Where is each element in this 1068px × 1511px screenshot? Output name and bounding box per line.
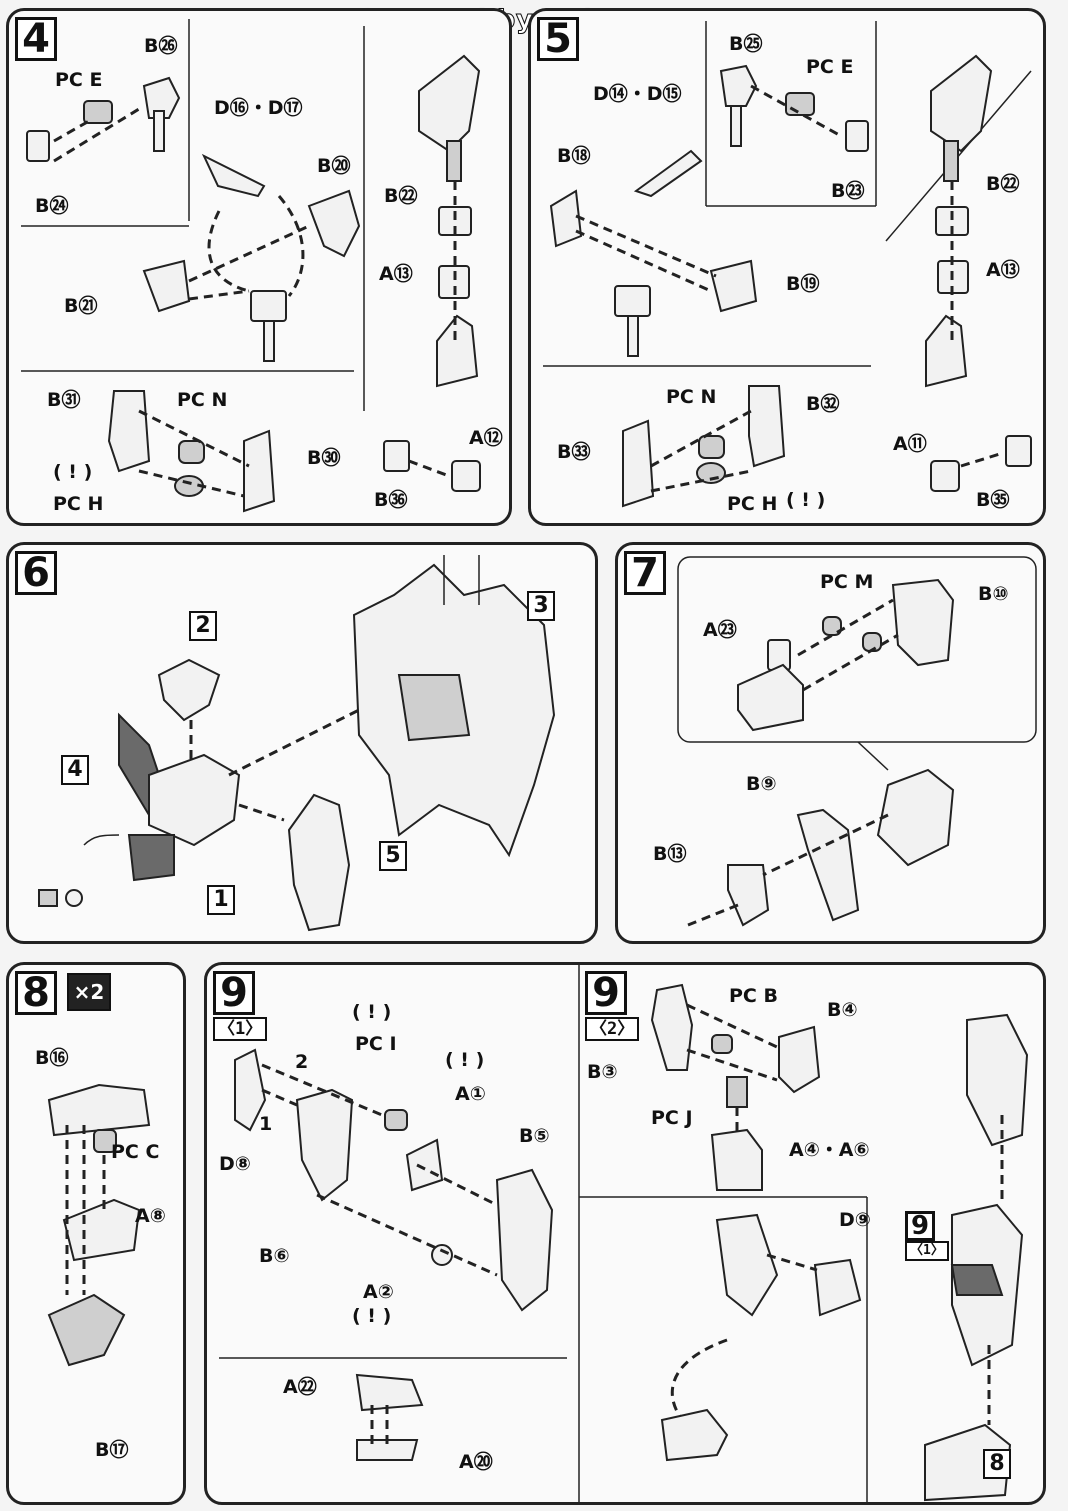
label-d14-d15: D⑭・D⑮ xyxy=(593,83,682,105)
label-b30: B㉚ xyxy=(307,447,341,469)
part-box-4: 4 xyxy=(61,755,89,785)
label-pcj: PC J xyxy=(651,1107,693,1129)
part-box-1: 1 xyxy=(207,885,235,915)
step-sub-number: 〈1〉 xyxy=(213,1017,268,1041)
label-a8: A⑧ xyxy=(135,1205,166,1227)
step-8-panel: 8 ×2 B⑯ PC C A⑧ B⑰ xyxy=(6,962,186,1505)
label-b4: B④ xyxy=(827,999,858,1021)
order-marker-2: 2 xyxy=(295,1051,309,1073)
label-b32: B㉜ xyxy=(806,393,840,415)
step-9-2-sub-number: 〈2〉 xyxy=(585,1017,640,1041)
label-a22: A㉒ xyxy=(283,1376,317,1398)
step-7-illustration xyxy=(677,556,1037,927)
step-6-panel: 6 2 3 4 5 1 xyxy=(6,542,598,944)
warning-mark-pci: ( ! ) xyxy=(352,1001,392,1023)
label-b25: B㉕ xyxy=(729,33,763,55)
part-box-5: 5 xyxy=(379,841,407,871)
warning-mark-a2: ( ! ) xyxy=(352,1305,392,1327)
label-a13: A⑬ xyxy=(379,263,413,285)
label-b36: B㊱ xyxy=(374,489,408,511)
step-9-1-panel: 9 〈1〉 xyxy=(204,962,1046,1505)
label-b23: B㉓ xyxy=(831,180,865,202)
label-b20: B⑳ xyxy=(317,155,351,177)
label-pci: PC I xyxy=(355,1033,397,1055)
warning-mark: ( ! ) xyxy=(786,489,826,511)
step-9-illustration xyxy=(219,965,1029,1502)
label-a20: A⑳ xyxy=(459,1451,493,1473)
step-4-panel: 4 B㉖ PC E B㉔ D⑯・ xyxy=(6,8,512,526)
step-4-illustration xyxy=(21,19,481,513)
label-b22: B㉒ xyxy=(986,173,1020,195)
label-a23: A㉓ xyxy=(703,619,737,641)
label-pcn: PC N xyxy=(177,389,228,411)
label-a13: A⑬ xyxy=(986,259,1020,281)
label-a12: A⑫ xyxy=(469,427,503,449)
inset-step-number: 9 xyxy=(905,1211,936,1241)
step-8-illustration xyxy=(47,1083,151,1367)
inset-step-sub: 〈1〉 xyxy=(905,1241,949,1261)
part-box-3: 3 xyxy=(527,591,555,621)
label-b10: B⑩ xyxy=(978,583,1009,605)
step-5-panel: 5 B㉕ PC E D⑭・D⑮ B⑱ B㉓ xyxy=(528,8,1046,526)
label-d9: D⑨ xyxy=(839,1209,871,1231)
label-pce: PC E xyxy=(806,56,854,78)
step-number: 6 xyxy=(15,551,57,595)
label-b35: B㉟ xyxy=(976,489,1010,511)
step-7-panel: 7 PC M B⑩ A㉓ B⑨ B⑬ xyxy=(615,542,1046,944)
warning-mark-a1: ( ! ) xyxy=(445,1049,485,1071)
label-pch: PC H xyxy=(727,493,778,515)
step-number: 9 xyxy=(213,971,255,1015)
label-pcm: PC M xyxy=(820,571,874,593)
label-b26: B㉖ xyxy=(144,35,178,57)
step-number: 7 xyxy=(624,551,666,595)
label-a11: A⑪ xyxy=(893,433,927,455)
label-pcc: PC C xyxy=(111,1141,160,1163)
step-number: 4 xyxy=(15,17,57,61)
step-5-illustration xyxy=(543,21,1032,508)
label-b16: B⑯ xyxy=(35,1047,69,1069)
label-d8: D⑧ xyxy=(219,1153,251,1175)
label-pce: PC E xyxy=(55,69,103,91)
label-b9: B⑨ xyxy=(746,773,777,795)
label-b13: B⑬ xyxy=(653,843,687,865)
label-b5: B⑤ xyxy=(519,1125,550,1147)
label-a2: A② xyxy=(363,1281,394,1303)
part-box-2: 2 xyxy=(189,611,217,641)
label-a4-a6: A④・A⑥ xyxy=(789,1139,870,1161)
multiplier-badge: ×2 xyxy=(67,973,111,1011)
warning-mark: ( ! ) xyxy=(53,461,93,483)
step-number: 5 xyxy=(537,17,579,61)
label-pch: PC H xyxy=(53,493,104,515)
label-b3: B③ xyxy=(587,1061,618,1083)
part-box-8: 8 xyxy=(983,1449,1011,1479)
label-b31: B㉛ xyxy=(47,389,81,411)
label-b19: B⑲ xyxy=(786,273,820,295)
label-b17: B⑰ xyxy=(95,1439,129,1461)
label-d16-d17: D⑯・D⑰ xyxy=(214,97,303,119)
order-marker-1: 1 xyxy=(259,1113,273,1135)
label-b33: B㉝ xyxy=(557,441,591,463)
step-9-2-number: 9 xyxy=(585,971,627,1015)
label-b18: B⑱ xyxy=(557,145,591,167)
label-b22: B㉒ xyxy=(384,185,418,207)
label-b24: B㉔ xyxy=(35,195,69,217)
label-b21: B㉑ xyxy=(64,295,98,317)
step-6-illustration xyxy=(38,555,556,932)
label-pcn: PC N xyxy=(666,386,717,408)
label-b6: B⑥ xyxy=(259,1245,290,1267)
step-number: 8 xyxy=(15,971,57,1015)
label-a1: A① xyxy=(455,1083,486,1105)
label-pcb: PC B xyxy=(729,985,778,1007)
